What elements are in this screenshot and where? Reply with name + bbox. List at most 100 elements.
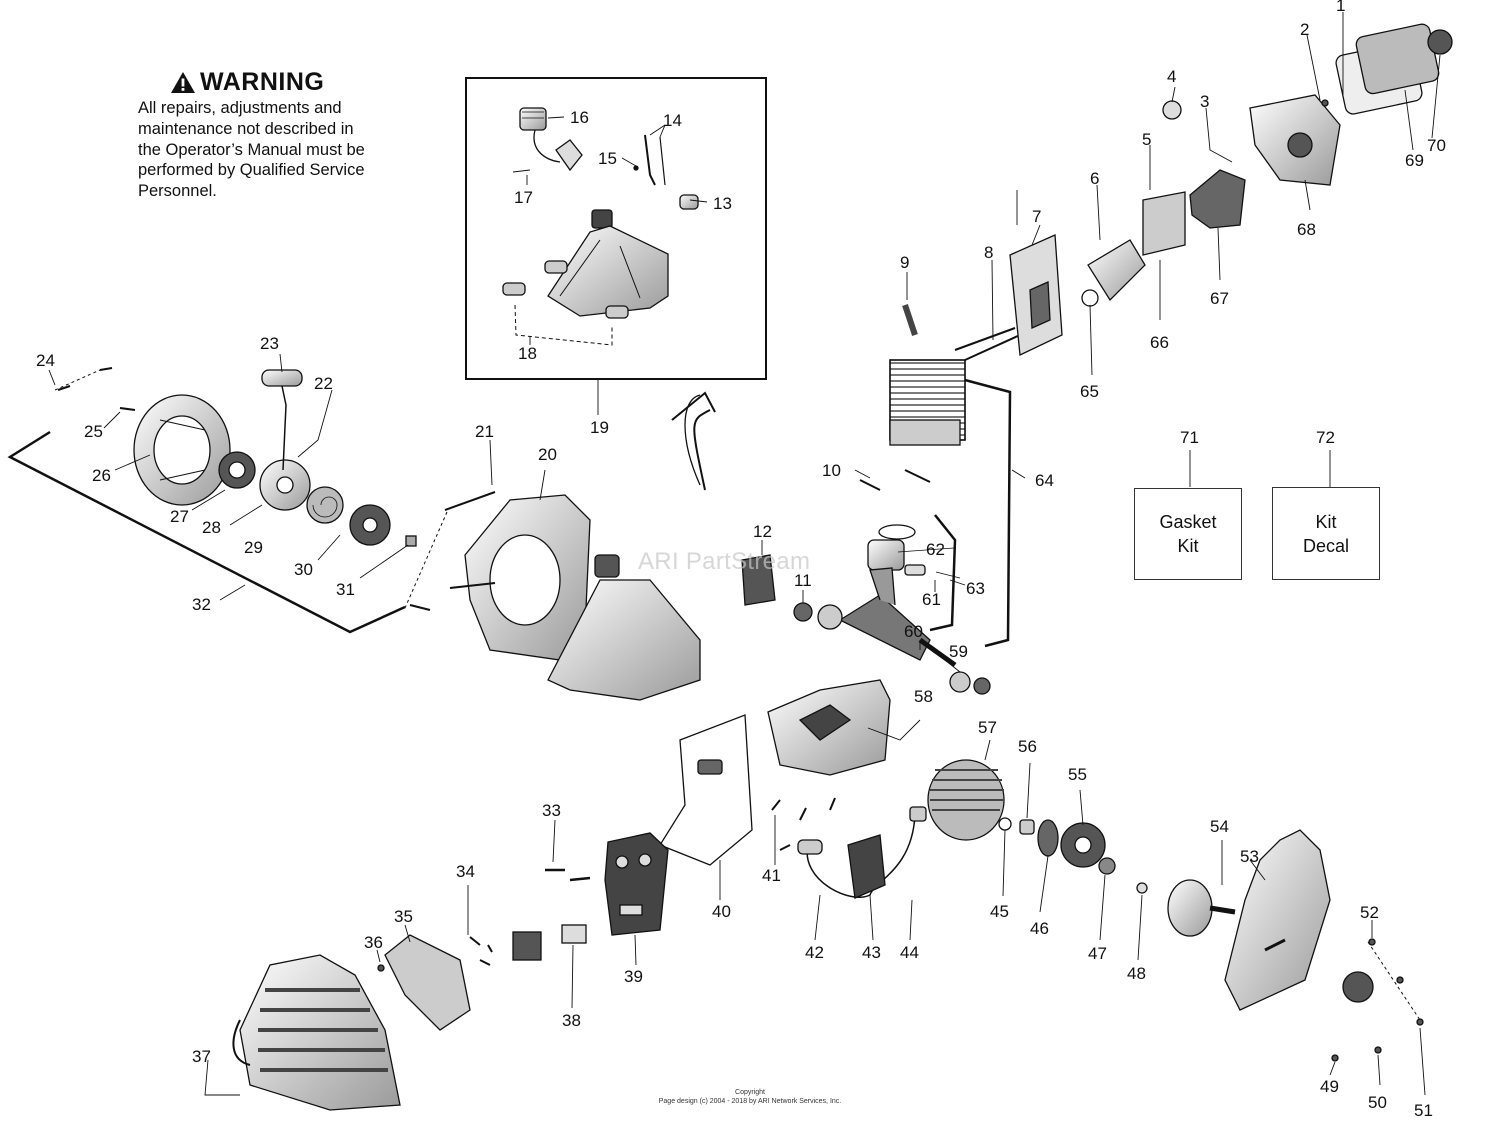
callout-19: 19 [590, 418, 609, 437]
callout-7: 7 [1032, 207, 1041, 226]
fuel-tank-icon [547, 209, 669, 317]
callout-25: 25 [84, 422, 103, 441]
callout-18: 18 [518, 344, 537, 363]
callout-62: 62 [926, 540, 945, 559]
callout-58: 58 [914, 687, 933, 706]
callout-39: 39 [624, 967, 643, 986]
callout-70: 70 [1427, 136, 1446, 155]
callout-35: 35 [394, 907, 413, 926]
callout-21: 21 [475, 422, 494, 441]
callout-46: 46 [1030, 919, 1049, 938]
warning-title: WARNING [170, 68, 438, 97]
clutch-housing-icon [1224, 829, 1374, 1011]
part-drawings [7, 23, 1453, 1111]
kit-number-72: 72 [1316, 428, 1335, 447]
callout-54: 54 [1210, 817, 1229, 836]
callout-40: 40 [712, 902, 731, 921]
callout-38: 38 [562, 1011, 581, 1030]
callout-27: 27 [170, 507, 189, 526]
callout-36: 36 [364, 933, 383, 952]
callout-57: 57 [978, 718, 997, 737]
kit-label: Kit [1177, 536, 1199, 556]
copyright-line: Copyright [735, 1089, 765, 1096]
callout-9: 9 [900, 253, 909, 272]
warning-notice: WARNING All repairs, adjustments and mai… [138, 68, 438, 202]
callout-61: 61 [922, 590, 941, 609]
callout-32: 32 [192, 595, 211, 614]
warning-line: maintenance not described in [138, 119, 354, 138]
callout-56: 56 [1018, 737, 1037, 756]
fan-housing-icon [464, 494, 591, 661]
callout-14: 14 [663, 111, 682, 130]
callout-13: 13 [713, 194, 732, 213]
warning-title-text: WARNING [200, 68, 325, 96]
callout-65: 65 [1080, 382, 1099, 401]
callout-17: 17 [514, 188, 533, 207]
callout-67: 67 [1210, 289, 1229, 308]
callout-34: 34 [456, 862, 475, 881]
warning-triangle-icon [171, 72, 195, 93]
callout-66: 66 [1150, 333, 1169, 352]
callout-28: 28 [202, 518, 221, 537]
warning-line: performed by Qualified Service [138, 161, 365, 180]
gasket-kit-box[interactable]: Gasket Kit [1134, 488, 1242, 580]
warning-line: the Operator’s Manual must be [138, 140, 365, 159]
copyright-notice: Copyright Page design (c) 2004 - 2018 by… [560, 1088, 940, 1106]
callout-22: 22 [314, 374, 333, 393]
callout-55: 55 [1068, 765, 1087, 784]
callout-24: 24 [36, 351, 55, 370]
callout-12: 12 [753, 522, 772, 541]
callout-63: 63 [966, 579, 985, 598]
callout-labels: 1 2 3 4 5 6 7 8 9 10 11 12 13 14 15 16 1… [36, 0, 1446, 1120]
kit-label: Gasket [1159, 512, 1217, 532]
flywheel-icon [927, 759, 1005, 841]
callout-41: 41 [762, 866, 781, 885]
kit-number-71: 71 [1180, 428, 1199, 447]
crankshaft-icon [838, 567, 957, 668]
callout-23: 23 [260, 334, 279, 353]
fuel-tank-inset-box [465, 77, 767, 380]
fuel-cap-icon [512, 107, 583, 173]
callout-16: 16 [570, 108, 589, 127]
callout-1: 1 [1336, 0, 1345, 15]
kit-label: Decal [1302, 535, 1350, 556]
callout-8: 8 [984, 243, 993, 262]
callout-43: 43 [862, 943, 881, 962]
callout-60: 60 [904, 622, 923, 641]
warning-line: Personnel. [138, 182, 217, 201]
callout-11: 11 [794, 571, 812, 590]
callout-20: 20 [538, 445, 557, 464]
callout-15: 15 [598, 149, 617, 168]
crankcase-icon [767, 679, 891, 776]
callout-45: 45 [990, 902, 1009, 921]
callout-5: 5 [1142, 130, 1151, 149]
copyright-line: Page design (c) 2004 - 2018 by ARI Netwo… [658, 1098, 842, 1105]
callout-59: 59 [949, 642, 968, 661]
callout-2: 2 [1300, 20, 1309, 39]
callout-6: 6 [1090, 169, 1099, 188]
callout-64: 64 [1035, 471, 1054, 490]
callout-52: 52 [1360, 903, 1379, 922]
starter-housing-icon [133, 394, 231, 506]
callout-30: 30 [294, 560, 313, 579]
callout-42: 42 [805, 943, 824, 962]
decal-kit-box[interactable]: Kit Decal [1272, 487, 1380, 580]
callout-48: 48 [1127, 964, 1146, 983]
callout-44: 44 [900, 943, 919, 962]
callout-68: 68 [1297, 220, 1316, 239]
warning-body: All repairs, adjustments and maintenance… [138, 98, 438, 202]
kit-label: Kit [1315, 511, 1337, 532]
callout-33: 33 [542, 801, 561, 820]
callout-47: 47 [1088, 944, 1107, 963]
cylinder-icon [889, 359, 966, 446]
callout-26: 26 [92, 466, 111, 485]
watermark: ARI PartStream [638, 548, 811, 575]
callout-51: 51 [1414, 1101, 1433, 1120]
callout-53: 53 [1240, 847, 1259, 866]
callout-69: 69 [1405, 151, 1424, 170]
callout-49: 49 [1320, 1077, 1339, 1096]
callout-50: 50 [1368, 1093, 1387, 1112]
callout-10: 10 [822, 461, 841, 480]
leader-lines [48, 12, 1441, 1096]
